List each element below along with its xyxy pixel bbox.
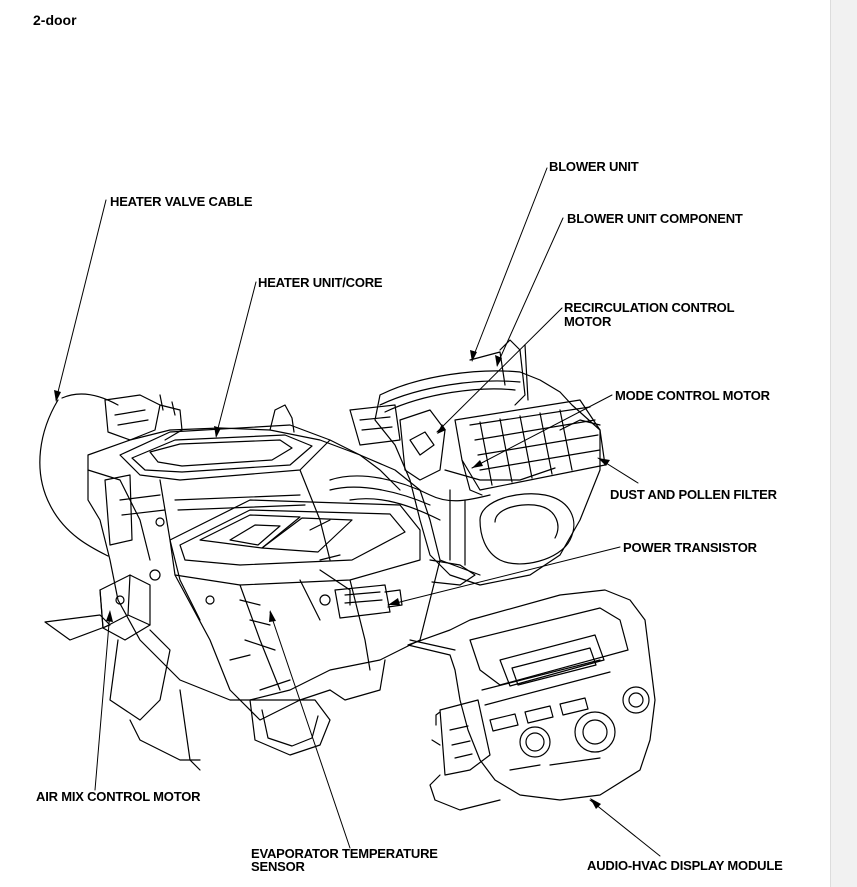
label-evaporator-temperature-sensor-line1: EVAPORATOR TEMPERATURE (251, 846, 438, 861)
heater-unit-illustration (87, 404, 441, 701)
label-evaporator-temperature-sensor-line2: SENSOR (251, 859, 305, 874)
heater-valve-cable-illustration (39, 393, 183, 557)
label-recirculation-control-motor-line1: RECIRCULATION CONTROL (564, 300, 735, 315)
label-blower-unit-component: BLOWER UNIT COMPONENT (567, 211, 743, 226)
leader-lines (55, 167, 661, 857)
blower-unit-illustration (349, 339, 601, 586)
label-power-transistor: POWER TRANSISTOR (623, 540, 757, 555)
label-heater-unit-core: HEATER UNIT/CORE (258, 275, 383, 290)
label-air-mix-control-motor: AIR MIX CONTROL MOTOR (36, 789, 201, 804)
label-heater-valve-cable: HEATER VALVE CABLE (110, 194, 253, 209)
evaporator-unit-illustration (169, 499, 421, 756)
audio-hvac-module-illustration (407, 589, 656, 811)
label-dust-and-pollen-filter: DUST AND POLLEN FILTER (610, 487, 777, 502)
page-title: 2-door (33, 12, 77, 28)
air-mix-motor-illustration (44, 574, 201, 771)
page-edge (830, 0, 857, 887)
wire-harness-illustration (309, 475, 491, 606)
leader-arrowheads (54, 350, 610, 809)
power-transistor-illustration (334, 584, 403, 619)
label-recirculation-control-motor-line2: MOTOR (564, 314, 612, 329)
label-audio-hvac-display-module: AUDIO-HVAC DISPLAY MODULE (587, 858, 783, 873)
label-blower-unit: BLOWER UNIT (549, 159, 639, 174)
label-mode-control-motor: MODE CONTROL MOTOR (615, 388, 770, 403)
